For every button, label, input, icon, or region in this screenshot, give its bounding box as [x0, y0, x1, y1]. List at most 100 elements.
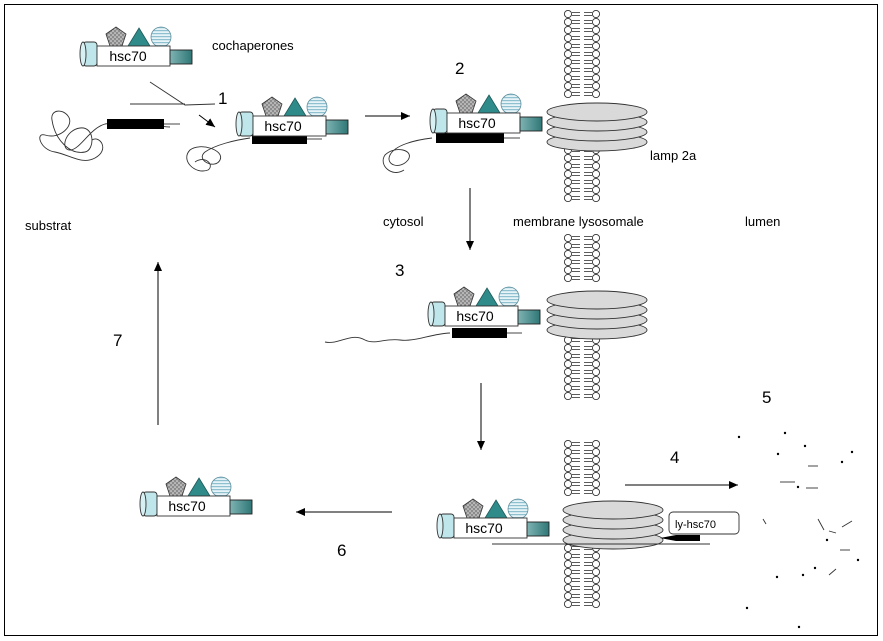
lipid-head	[564, 250, 571, 257]
peptide-dot	[777, 453, 779, 455]
lipid-head	[592, 162, 599, 169]
lumen-label: lumen	[745, 214, 780, 229]
lipid-head	[592, 90, 599, 97]
peptide-dot	[784, 432, 786, 434]
lipid-head	[564, 368, 571, 375]
lipid-head	[592, 592, 599, 599]
bilayer-step2-top	[564, 10, 599, 97]
lipid-head	[592, 360, 599, 367]
cytosol-label: cytosol	[383, 214, 424, 229]
lipid-head	[564, 392, 571, 399]
bilayer-step4-bottom	[564, 544, 599, 607]
lipid-head	[592, 194, 599, 201]
lipid-head	[592, 472, 599, 479]
lipid-head	[564, 384, 571, 391]
lipid-head	[592, 82, 599, 89]
lipid-head	[564, 170, 571, 177]
lipid-head	[592, 448, 599, 455]
lipid-head	[592, 250, 599, 257]
lipid-head	[592, 178, 599, 185]
hsc70-label-step1: hsc70	[264, 118, 302, 134]
lamp2a-multimer-step4	[563, 501, 663, 549]
lipid-head	[564, 18, 571, 25]
peptide-dot	[841, 461, 843, 463]
lipid-head	[592, 600, 599, 607]
lipid-head	[592, 266, 599, 273]
peptide-fragment	[842, 521, 852, 527]
membrane-lysosomale-label: membrane lysosomale	[513, 214, 644, 229]
lipid-head	[564, 10, 571, 17]
lamp2a-multimer-step2	[547, 103, 647, 151]
lipid-head	[592, 258, 599, 265]
step-number-5: 5	[762, 388, 771, 407]
lipid-head	[592, 560, 599, 567]
lipid-head	[592, 186, 599, 193]
lipid-head	[592, 42, 599, 49]
lipid-head	[592, 488, 599, 495]
lipid-head	[564, 274, 571, 281]
lipid-head	[564, 178, 571, 185]
lipid-head	[564, 34, 571, 41]
peptide-fragment	[829, 531, 836, 533]
binding-converge-line	[150, 82, 215, 105]
lipid-head	[592, 584, 599, 591]
lipid-head	[564, 472, 571, 479]
lipid-head	[592, 440, 599, 447]
hsc70-label-released: hsc70	[168, 498, 206, 514]
lipid-head	[564, 464, 571, 471]
bilayer-step2-bottom	[564, 146, 599, 201]
lipid-head	[592, 242, 599, 249]
hsc70-label-step2: hsc70	[458, 115, 496, 131]
lipid-head	[564, 42, 571, 49]
step-number-6: 6	[337, 541, 346, 560]
lipid-head	[592, 26, 599, 33]
substrate-protein-unfolded	[40, 111, 180, 160]
lipid-head	[564, 58, 571, 65]
step-number-2: 2	[455, 59, 464, 78]
lipid-head	[592, 392, 599, 399]
peptide-dot	[797, 486, 799, 488]
lipid-head	[564, 50, 571, 57]
lipid-head	[564, 266, 571, 273]
lipid-head	[564, 194, 571, 201]
step-number-1: 1	[218, 89, 227, 108]
step-number-3: 3	[395, 261, 404, 280]
degraded-peptide-fragments	[738, 432, 859, 628]
lipid-head	[564, 448, 571, 455]
lipid-head	[564, 584, 571, 591]
peptide-dot	[814, 567, 816, 569]
bilayer-step4-top	[564, 440, 599, 495]
step-number-4: 4	[670, 448, 679, 467]
lipid-head	[564, 234, 571, 241]
substrate-bound-complex-step1	[187, 134, 322, 171]
lipid-head	[592, 74, 599, 81]
lipid-head	[564, 162, 571, 169]
lipid-head	[592, 170, 599, 177]
lipid-head	[592, 34, 599, 41]
substrate-unfolding-step3	[325, 328, 522, 342]
lipid-head	[592, 344, 599, 351]
lipid-head	[564, 352, 571, 359]
arrow-step1	[199, 115, 215, 127]
peptide-dot	[857, 559, 859, 561]
bilayer-step3-top	[564, 234, 599, 281]
lamp2a-label: lamp 2a	[650, 148, 697, 163]
peptide-dot	[738, 436, 740, 438]
hsc70-label-step4: hsc70	[465, 520, 503, 536]
lipid-head	[564, 344, 571, 351]
hsc70-label: hsc70	[109, 48, 147, 64]
lipid-head	[564, 82, 571, 89]
lipid-head	[564, 154, 571, 161]
lipid-head	[592, 552, 599, 559]
lipid-head	[592, 10, 599, 17]
peptide-dot	[776, 576, 778, 578]
lipid-head	[564, 26, 571, 33]
peptide-fragment	[818, 519, 824, 530]
lipid-head	[564, 360, 571, 367]
peptide-dot	[802, 574, 804, 576]
lipid-head	[592, 576, 599, 583]
lipid-head	[564, 258, 571, 265]
ly-hsc70-substrate-segment	[660, 535, 700, 541]
lipid-head	[564, 552, 571, 559]
lipid-head	[592, 376, 599, 383]
